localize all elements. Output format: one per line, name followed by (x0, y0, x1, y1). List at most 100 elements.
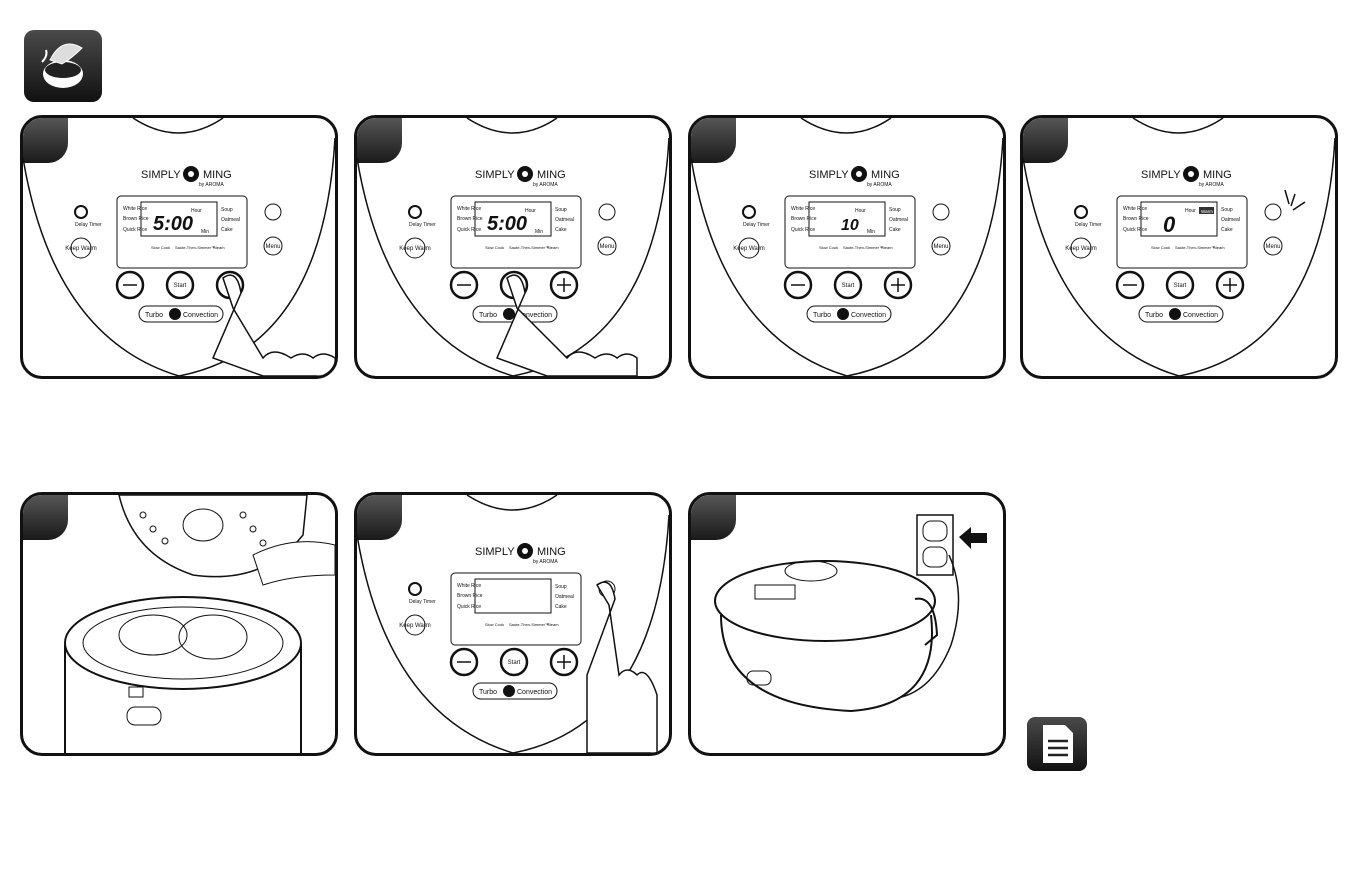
mode-brown-rice: Brown Rice (791, 216, 817, 222)
menu-button[interactable] (263, 236, 283, 256)
fan-icon (503, 308, 515, 320)
mode-steam: Steam (213, 245, 225, 250)
brand-sub: by AROMA (199, 182, 224, 188)
menu-label: Menu (599, 244, 614, 250)
fan-icon (169, 308, 181, 320)
mode-oatmeal: Oatmeal (555, 594, 574, 600)
start-button[interactable] (165, 270, 195, 300)
start-button[interactable] (499, 647, 529, 677)
menu-button[interactable] (1263, 236, 1283, 256)
mode-quick-rice: Quick Rice (1123, 227, 1147, 233)
start-label: Start (174, 283, 187, 289)
step-panel-1: SIMPLY MING by AROMA White Rice Brown Ri… (20, 115, 338, 379)
food-item (178, 614, 248, 660)
display-min: Min (201, 229, 209, 235)
delay-timer-label: Delay Timer (1075, 222, 1102, 228)
keep-warm-label: Keep Warm (65, 246, 96, 252)
turbo-convection-button[interactable] (806, 305, 892, 323)
minus-button[interactable] (1115, 270, 1145, 300)
step-number-tab (23, 118, 68, 163)
mode-white-rice: White Rice (457, 206, 481, 212)
keep-warm-button[interactable] (1070, 237, 1092, 259)
power-cord (890, 554, 960, 700)
minus-button[interactable] (449, 270, 479, 300)
alarm-clock-icon (742, 205, 756, 219)
mode-cake: Cake (889, 227, 901, 233)
mode-saute: Saute-Then-Simmer™ (509, 245, 549, 250)
mode-soup: Soup (1221, 207, 1233, 213)
minus-button[interactable] (115, 270, 145, 300)
mode-quick-rice: Quick Rice (791, 227, 815, 233)
power-button[interactable] (932, 203, 950, 221)
menu-button[interactable] (931, 236, 951, 256)
mode-saute: Saute-Then-Simmer™ (843, 245, 883, 250)
keep-warm-button[interactable] (70, 237, 92, 259)
start-label: Start (508, 660, 521, 666)
step-number-tab (357, 495, 402, 540)
turbo-convection-button[interactable] (1138, 305, 1224, 323)
mode-quick-rice: Quick Rice (457, 604, 481, 610)
menu-label: Menu (265, 244, 280, 250)
plus-button[interactable] (549, 647, 579, 677)
display-hour: Hour (855, 208, 866, 214)
display-value: 0 (1163, 212, 1176, 237)
convection-label: Convection (517, 689, 552, 696)
step-number-tab (1023, 118, 1068, 163)
brand-name-2: MING (203, 169, 232, 181)
hand-icon (252, 541, 335, 586)
turbo-label: Turbo (813, 312, 831, 319)
turbo-convection-button[interactable] (472, 682, 558, 700)
note-icon (1027, 717, 1087, 771)
mode-steam: Steam (881, 245, 893, 250)
open-cooker-illustration (64, 495, 335, 753)
fan-icon (837, 308, 849, 320)
start-button[interactable] (833, 270, 863, 300)
unplug-illustration (714, 514, 987, 713)
mode-white-rice: White Rice (123, 206, 147, 212)
mode-quick-rice: Quick Rice (457, 227, 481, 233)
brand-name-2: MING (537, 546, 566, 558)
mode-oatmeal: Oatmeal (555, 217, 574, 223)
start-label: Start (842, 283, 855, 289)
mode-cake: Cake (221, 227, 233, 233)
mode-slow-cook: Slow Cook (1151, 245, 1170, 250)
brand-name: SIMPLY (475, 169, 515, 181)
mode-slow-cook: Slow Cook (485, 622, 504, 627)
display-hour: Hour (1185, 208, 1196, 214)
mode-soup: Soup (221, 207, 233, 213)
keep-warm-button[interactable] (738, 237, 760, 259)
delay-timer-label: Delay Timer (743, 222, 770, 228)
plus-button[interactable] (883, 270, 913, 300)
mode-soup: Soup (555, 207, 567, 213)
warm-badge: Warm (1201, 209, 1213, 214)
keep-warm-button[interactable] (404, 614, 426, 636)
mode-steam: Steam (547, 622, 559, 627)
brand-sub: by AROMA (533, 182, 558, 188)
brand-sub: by AROMA (867, 182, 892, 188)
fan-icon (1169, 308, 1181, 320)
turbo-label: Turbo (479, 689, 497, 696)
start-button[interactable] (1165, 270, 1195, 300)
brand-name: SIMPLY (809, 169, 849, 181)
power-button[interactable] (1264, 203, 1282, 221)
mode-cake: Cake (555, 227, 567, 233)
power-button[interactable] (264, 203, 282, 221)
plus-button[interactable] (1215, 270, 1245, 300)
plus-button[interactable] (549, 270, 579, 300)
minus-button[interactable] (449, 647, 479, 677)
convection-label: Convection (183, 312, 218, 319)
convection-label: Convection (851, 312, 886, 319)
keep-warm-button[interactable] (404, 237, 426, 259)
display-min: Min (867, 229, 875, 235)
turbo-convection-button[interactable] (138, 305, 224, 323)
menu-button[interactable] (597, 236, 617, 256)
mode-oatmeal: Oatmeal (889, 217, 908, 223)
minus-button[interactable] (783, 270, 813, 300)
turbo-label: Turbo (145, 312, 163, 319)
alarm-clock-icon (408, 205, 422, 219)
brand-sub: by AROMA (1199, 182, 1224, 188)
mode-saute: Saute-Then-Simmer™ (509, 622, 549, 627)
power-button[interactable] (598, 203, 616, 221)
finger-icon (211, 274, 335, 376)
alarm-clock-icon (1074, 205, 1088, 219)
